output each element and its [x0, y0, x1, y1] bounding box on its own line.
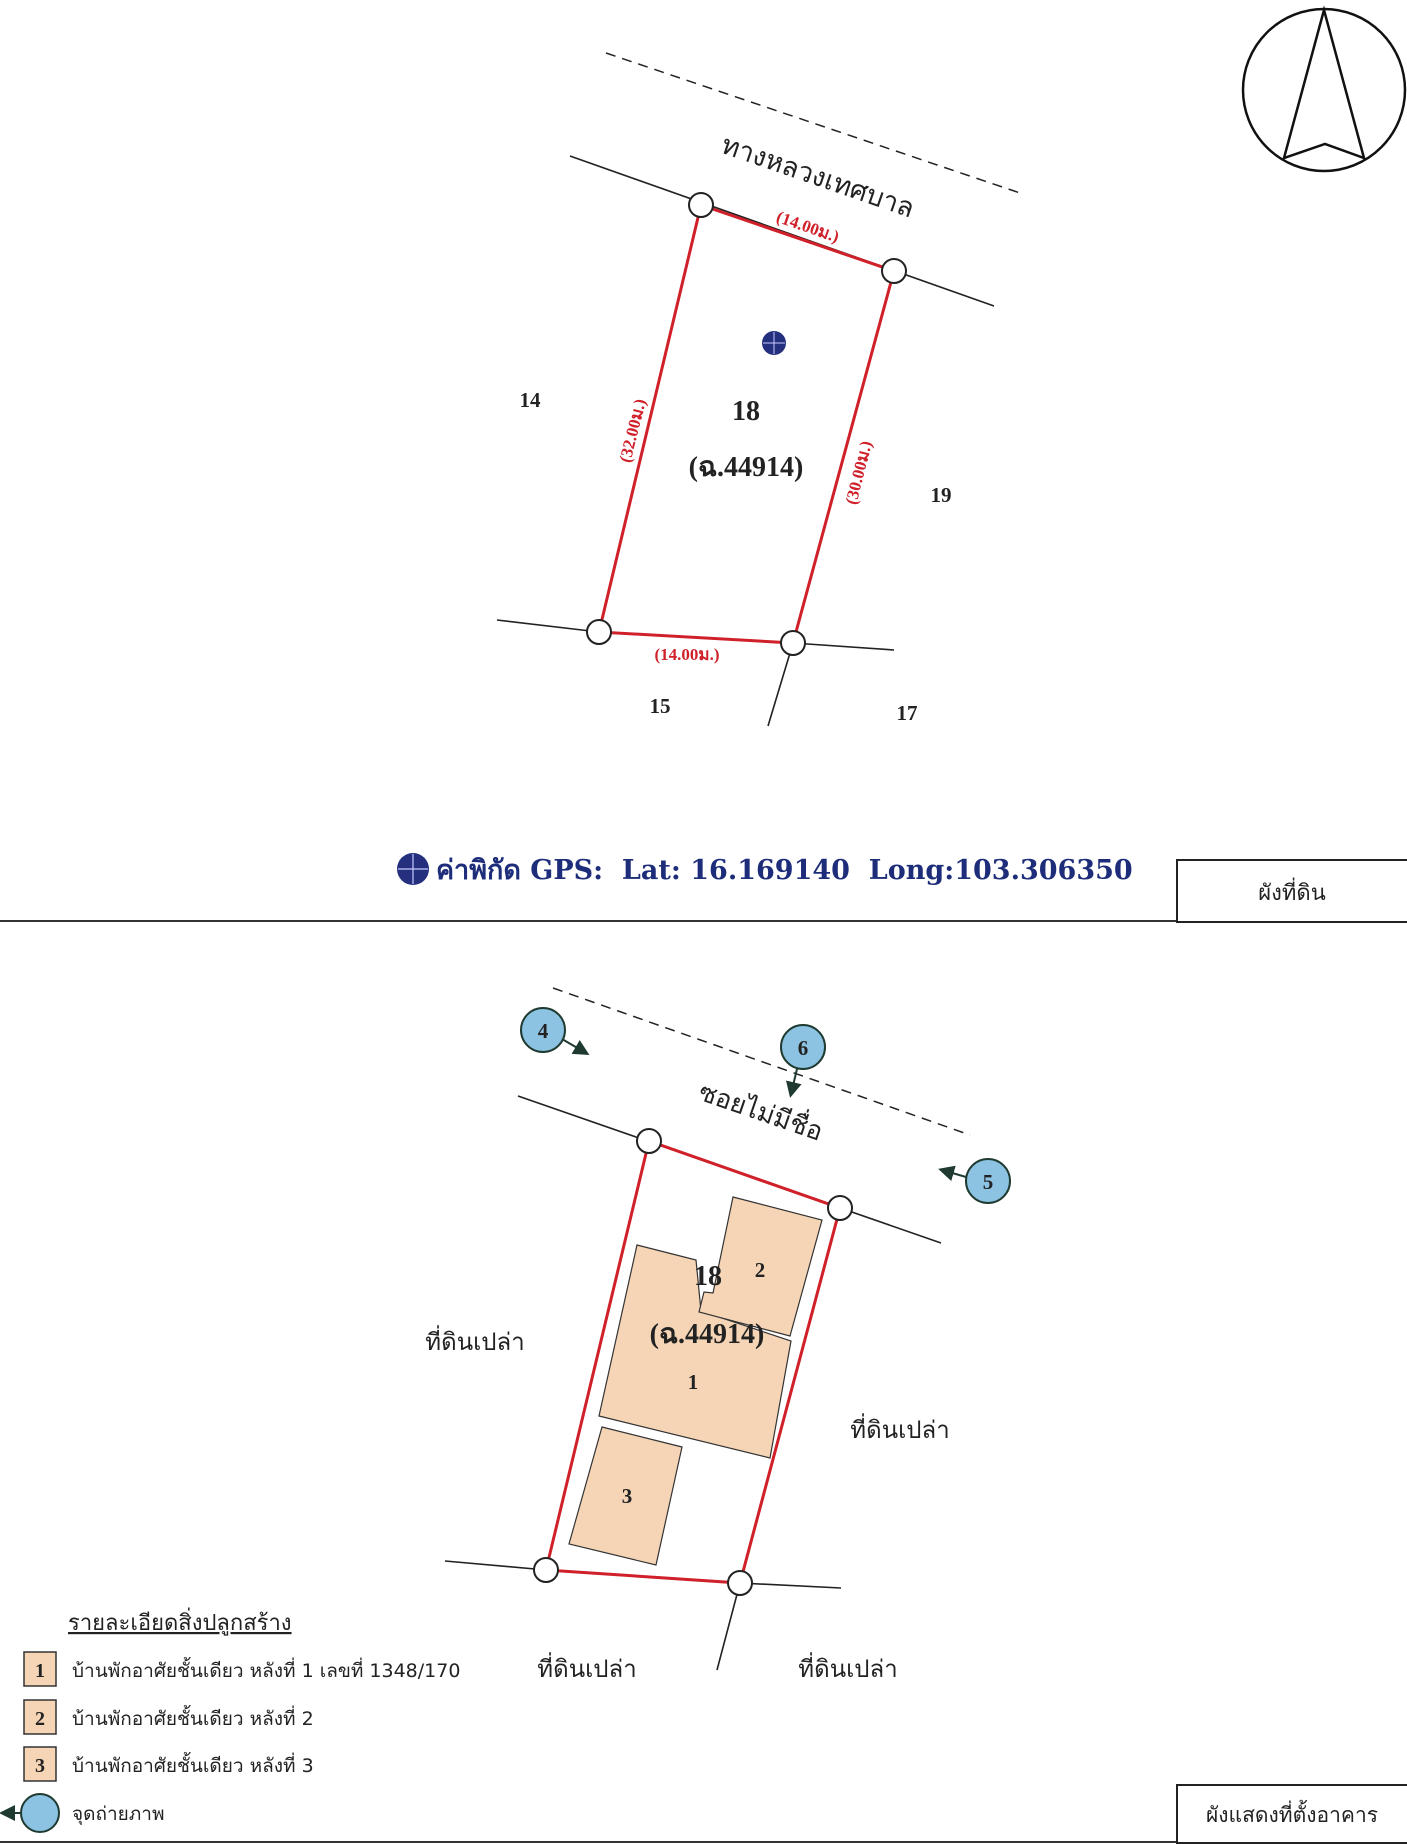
building-2	[698, 1196, 823, 1337]
legend-item-2: 2 บ้านพักอาศัยชั้นเดียว หลังที่ 2	[23, 1699, 314, 1735]
svg-text:5: 5	[983, 1170, 994, 1194]
svg-text:6: 6	[798, 1036, 809, 1060]
boundary-markers	[586, 192, 907, 656]
building-1	[598, 1244, 792, 1459]
neighbor-east: ที่ดินเปล่า	[850, 1413, 949, 1444]
north-arrow-icon	[1241, 5, 1407, 173]
svg-text:บ้านพักอาศัยชั้นเดียว หลังที่: บ้านพักอาศัยชั้นเดียว หลังที่ 1 เลขที่ 1…	[72, 1657, 460, 1682]
neighbor-parcel-east: 19	[931, 483, 952, 507]
road-name: ซอยไม่มีชื่อ	[695, 1073, 828, 1147]
road-edge-dashed	[552, 987, 971, 1136]
svg-text:บ้านพักอาศัยชั้นเดียว หลังที่: บ้านพักอาศัยชั้นเดียว หลังที่ 3	[72, 1752, 314, 1777]
building-2-number: 2	[755, 1258, 766, 1282]
land-plan-title: ผังที่ดิน	[1258, 877, 1325, 906]
photo-point-4: 4	[520, 1007, 590, 1056]
legend-item-1: 1 บ้านพักอาศัยชั้นเดียว หลังที่ 1 เลขที่…	[23, 1651, 460, 1687]
neighbor-southeast: ที่ดินเปล่า	[798, 1652, 897, 1683]
neighbor-west: ที่ดินเปล่า	[425, 1325, 524, 1356]
svg-text:1: 1	[35, 1660, 45, 1682]
parcel-number: 18	[694, 1261, 722, 1292]
gps-marker-icon	[762, 331, 786, 355]
building-1-number: 1	[688, 1370, 699, 1394]
neighbor-parcel-southeast: 17	[897, 701, 918, 725]
neighbor-south: ที่ดินเปล่า	[537, 1652, 636, 1683]
photo-point-5: 5	[938, 1158, 1011, 1204]
svg-text:จุดถ่ายภาพ: จุดถ่ายภาพ	[72, 1803, 165, 1826]
legend-title: รายละเอียดสิ่งปลูกสร้าง	[68, 1607, 292, 1636]
svg-text:บ้านพักอาศัยชั้นเดียว หลังที่: บ้านพักอาศัยชั้นเดียว หลังที่ 2	[72, 1705, 314, 1730]
neighbor-parcel-south: 15	[650, 694, 671, 718]
building-plan-title-box	[1176, 1784, 1407, 1844]
road-name: ทางหลวงเทศบาล	[717, 129, 918, 224]
land-plan-title-box	[1176, 859, 1407, 923]
svg-text:4: 4	[538, 1019, 549, 1043]
parcel-number: 18	[732, 396, 760, 427]
svg-text:2: 2	[35, 1708, 45, 1730]
legend-item-3: 3 บ้านพักอาศัยชั้นเดียว หลังที่ 3	[23, 1746, 314, 1782]
svg-text:3: 3	[35, 1755, 45, 1777]
deed-number: (ฉ.44914)	[650, 1319, 765, 1350]
dimension-bottom: (14.00ม.)	[654, 645, 719, 664]
dimension-left: (32.00ม.)	[616, 397, 650, 465]
building-3	[568, 1426, 683, 1566]
neighbor-parcel-west: 14	[520, 388, 542, 412]
deed-number: (ฉ.44914)	[689, 452, 804, 483]
legend-photo-point: จุดถ่ายภาพ	[0, 1793, 165, 1833]
building-3-number: 3	[622, 1484, 633, 1508]
photo-point-6: 6	[780, 1024, 826, 1098]
road-edge-dashed	[605, 52, 1024, 195]
boundary-markers	[533, 1128, 853, 1596]
gps-coordinates: ค่าพิกัด GPS: Lat: 16.169140 Long:103.30…	[436, 855, 1133, 886]
building-plan-title: ผังแสดงที่ตั้งอาคาร	[1206, 1800, 1378, 1827]
neighbor-boundary-lines	[496, 155, 995, 727]
gps-legend-icon	[397, 853, 429, 885]
